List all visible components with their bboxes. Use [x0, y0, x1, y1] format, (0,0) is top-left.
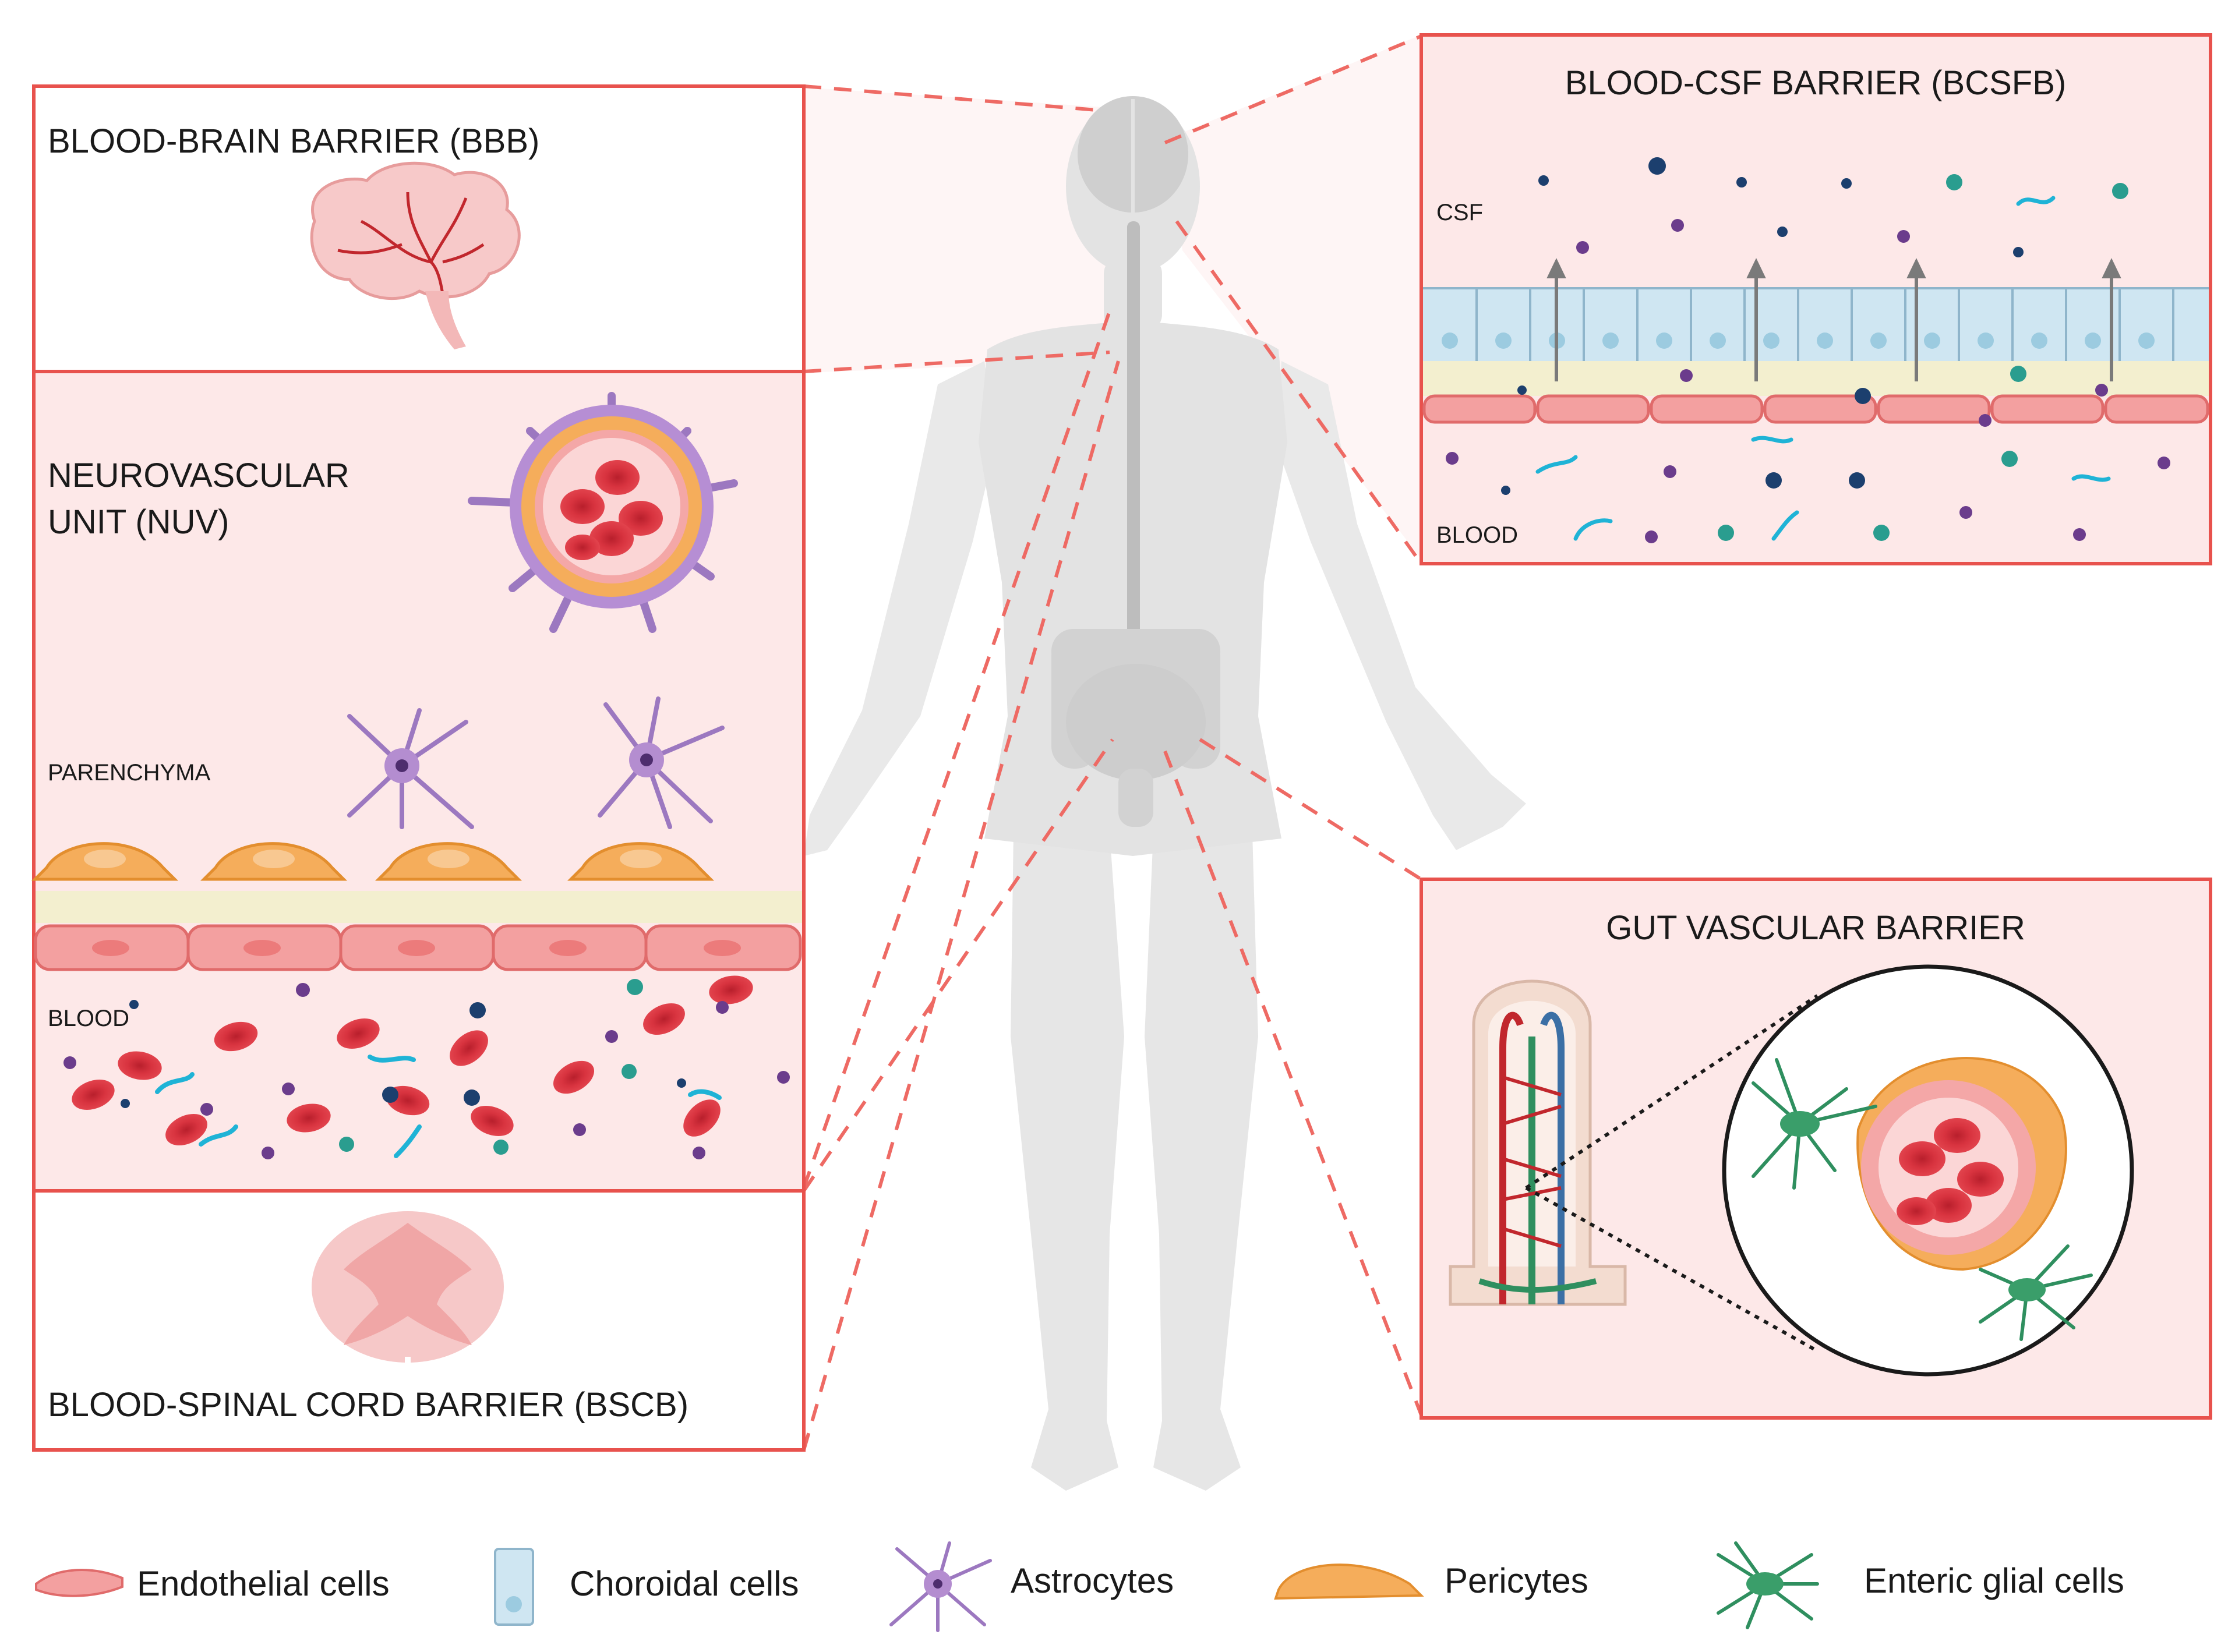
bscb-panel: BLOOD-SPINAL CORD BARRIER (BSCB): [32, 1189, 806, 1452]
endothelial-layer: [34, 924, 802, 971]
bcsfb-title: BLOOD-CSF BARRIER (BCSFB): [1565, 64, 2066, 102]
bscb-title: BLOOD-SPINAL CORD BARRIER (BSCB): [48, 1386, 688, 1424]
legend-label-enteric: Enteric glial cells: [1864, 1561, 2124, 1600]
pericyte-icon: [1274, 1563, 1424, 1600]
blood-proteins: [155, 1055, 722, 1158]
legend-label-endothelial: Endothelial cells: [137, 1564, 390, 1603]
pericyte-row: [31, 842, 715, 881]
legend-label-astrocytes: Astrocytes: [1011, 1561, 1174, 1600]
csf-protein: [2016, 196, 2056, 206]
legend-item-choroidal: Choroidal cells: [494, 1548, 799, 1626]
bcsfb-basement-membrane: [1423, 361, 2209, 396]
zoom-connector-lines: [802, 34, 1423, 1451]
parenchyma-label: PARENCHYMA: [48, 760, 211, 786]
gut-vascular-zoom-circle: [1722, 964, 2134, 1377]
bbb-panel: BLOOD-BRAIN BARRIER (BBB): [32, 84, 806, 373]
red-blood-cells: [72, 975, 753, 1146]
choroid-plexus-epithelium: [1423, 287, 2209, 361]
blood-particles: [63, 979, 790, 1159]
csf-label: CSF: [1436, 200, 1483, 225]
intestinal-villus: [1449, 979, 1627, 1306]
enteric-glia-lower: [1979, 1244, 2093, 1341]
astrocyte-icon: [889, 1541, 992, 1632]
nvu-title-line1: NEUROVASCULAR: [48, 457, 349, 494]
bbb-title: BLOOD-BRAIN BARRIER (BBB): [48, 122, 539, 160]
enteric-glial-cell-icon: [1717, 1541, 1819, 1629]
choroidal-cell-icon: [494, 1548, 534, 1626]
bcsfb-blood-particles: [1446, 366, 2170, 543]
endothelial-cell-icon: [35, 1569, 123, 1597]
legend-label-choroidal: Choroidal cells: [570, 1564, 799, 1603]
legend-item-endothelial: Endothelial cells: [35, 1564, 390, 1603]
transport-arrows: [1546, 258, 2121, 381]
human-body-silhouette: [804, 35, 1526, 1491]
enteric-glia-upper: [1752, 1058, 1877, 1190]
bcsfb-blood-label: BLOOD: [1436, 522, 1518, 548]
gut-title: GUT VASCULAR BARRIER: [1606, 909, 2025, 947]
csf-particles: [1538, 157, 2128, 257]
bcsfb-blood-proteins: [1535, 436, 2111, 541]
spinal-cord-cross-section-icon: [312, 1211, 504, 1366]
bcsfb-endothelial-layer: [1422, 394, 2209, 424]
parenchyma-astrocyte-right: [598, 696, 725, 829]
villus-zoom-lines: [1525, 994, 1819, 1353]
neurovascular-unit-cross-section: [468, 392, 738, 633]
basement-membrane: [36, 891, 802, 923]
legend-label-pericytes: Pericytes: [1445, 1561, 1588, 1600]
brain-icon: [310, 161, 521, 349]
legend-item-pericytes: Pericytes: [1274, 1561, 1588, 1600]
parenchyma-astrocyte-left: [347, 708, 474, 829]
legend: Endothelial cells Choroidal cells Astroc…: [35, 1541, 2124, 1632]
legend-item-astrocytes: Astrocytes: [889, 1541, 1174, 1632]
nvu-blood-label: BLOOD: [48, 1006, 129, 1031]
nvu-panel: NEUROVASCULAR UNIT (NUV): [31, 370, 806, 1193]
gut-vascular-barrier-panel: GUT VASCULAR BARRIER: [1420, 878, 2212, 1420]
legend-item-enteric: Enteric glial cells: [1717, 1541, 2124, 1629]
nvu-title-line2: UNIT (NUV): [48, 503, 229, 541]
bcsfb-panel: BLOOD-CSF BARRIER (BCSFB) CSF: [1420, 33, 2212, 565]
